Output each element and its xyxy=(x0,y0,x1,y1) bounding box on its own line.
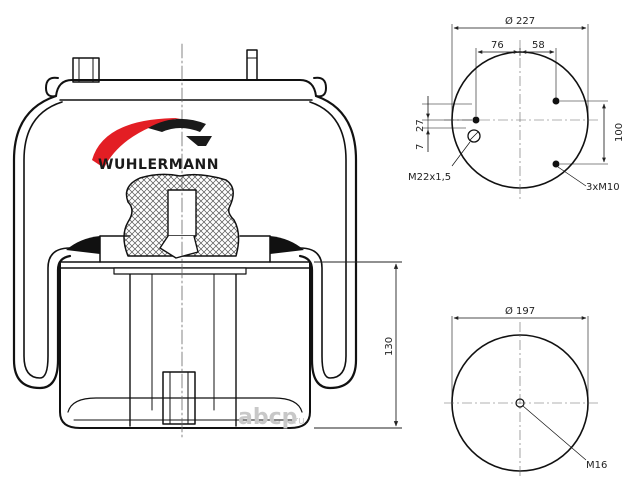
stud-hole-3 xyxy=(552,160,560,168)
stud-top xyxy=(246,49,258,81)
top-view xyxy=(422,24,608,200)
stud-hole-2 xyxy=(552,97,560,105)
air-fitting-hole xyxy=(467,129,481,143)
bottom-boss xyxy=(162,371,196,425)
brand-logo: WUHLERMANN xyxy=(92,118,219,173)
offset-27-label: 27 xyxy=(415,119,426,132)
offset-right-label: 58 xyxy=(532,40,545,51)
air-fitting-label: M22x1,5 xyxy=(408,172,451,183)
bellow-outer xyxy=(12,94,72,390)
logo-swoosh-red xyxy=(92,118,180,168)
watermark-text: abcp xyxy=(238,405,297,430)
top-diameter-label: Ø 227 xyxy=(505,15,535,27)
brand-name: WUHLERMANN xyxy=(98,157,219,173)
center-thread-label: M16 xyxy=(586,460,607,471)
logo-swoosh-dark xyxy=(148,118,206,132)
stud-hole-1 xyxy=(472,116,480,124)
watermark: abcp .ru xyxy=(238,405,305,430)
center-thread-hole xyxy=(515,398,525,408)
piston-height-dimension xyxy=(314,261,402,429)
right-crimp xyxy=(313,76,327,98)
bellow-outer-right xyxy=(298,94,358,390)
watermark-suffix: .ru xyxy=(290,414,305,427)
piston xyxy=(59,261,311,429)
air-fitting-top xyxy=(72,57,100,83)
bottom-view xyxy=(444,316,598,478)
piston-height-label: 130 xyxy=(384,337,395,356)
vertical-span-label: 100 xyxy=(614,123,625,142)
top-plate xyxy=(55,79,317,97)
offset-7-label: 7 xyxy=(415,144,426,150)
left-crimp xyxy=(45,76,59,98)
side-view xyxy=(12,43,358,441)
stud-callout-label: 3xM10 xyxy=(586,182,620,193)
bottom-diameter-label: Ø 197 xyxy=(505,305,535,317)
offset-left-label: 76 xyxy=(491,40,504,51)
